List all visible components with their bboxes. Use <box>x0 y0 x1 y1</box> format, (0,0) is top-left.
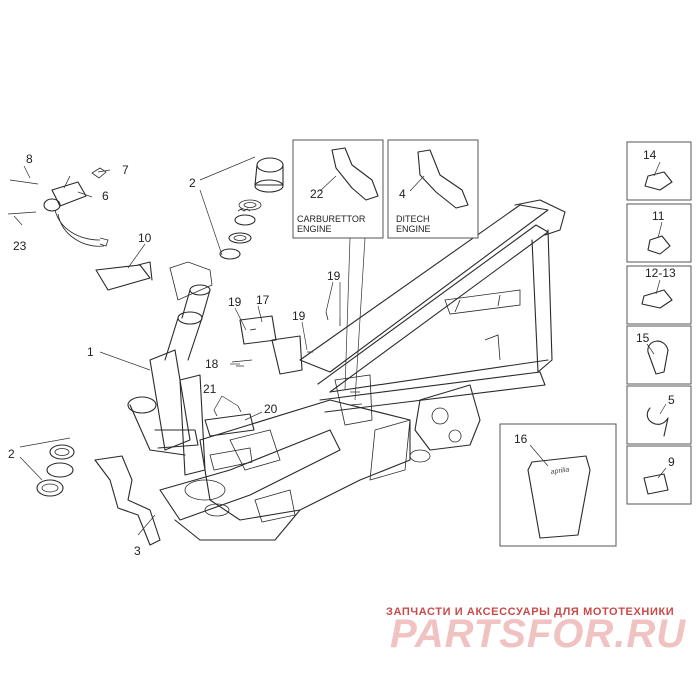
pouch-brand: aprilia <box>550 466 570 476</box>
steering-bearings-upper <box>219 157 284 260</box>
callout-17: 17 <box>256 293 270 307</box>
watermark-tagline: ЗАПЧАСТИ И АКСЕССУАРЫ ДЛЯ МОТОТЕХНИКИ <box>386 606 675 618</box>
variant-captions: CARBURETTOR ENGINE DITECH ENGINE <box>297 214 431 234</box>
callout-15: 15 <box>636 331 650 345</box>
callout-20: 20 <box>264 402 278 416</box>
callout-12-13: 12-13 <box>645 266 676 280</box>
callout-11: 11 <box>652 209 665 223</box>
carburettor-label-line2: ENGINE <box>297 224 332 234</box>
callout-22: 22 <box>310 187 324 201</box>
callout-9: 9 <box>668 455 675 469</box>
main-frame <box>127 199 566 541</box>
callout-21: 21 <box>203 382 217 396</box>
callout-8: 8 <box>26 152 33 166</box>
variant-insets <box>292 139 479 401</box>
steering-bearings-lower <box>36 444 75 497</box>
callout-23: 23 <box>13 239 27 253</box>
callout-3: 3 <box>134 544 141 558</box>
carburettor-variant-box <box>292 139 384 239</box>
callout-4: 4 <box>399 187 406 201</box>
callout-14: 14 <box>643 148 657 162</box>
callout-5: 5 <box>668 393 675 407</box>
callout-6: 6 <box>102 189 109 203</box>
small-parts-column <box>626 141 692 505</box>
callout-16: 16 <box>514 432 528 446</box>
ignition-assembly <box>7 167 109 247</box>
callout-1: 1 <box>87 345 94 359</box>
callout-19-right: 19 <box>327 269 341 283</box>
callout-2-upper: 2 <box>189 176 196 190</box>
callout-10: 10 <box>138 231 152 245</box>
callout-7: 7 <box>122 163 129 177</box>
callout-2-lower: 2 <box>8 447 15 461</box>
ditech-label-line1: DITECH <box>396 214 430 224</box>
watermark-logo: PARTSFOR.RU <box>390 612 687 656</box>
leader-lines <box>13 156 667 536</box>
callout-numbers: 1 2 2 3 4 5 6 7 8 9 10 11 12-13 14 15 16… <box>8 148 676 558</box>
ditech-label-line2: ENGINE <box>396 224 431 234</box>
callout-18: 18 <box>205 357 219 371</box>
callout-19-left: 19 <box>228 295 242 309</box>
carburettor-label-line1: CARBURETTOR <box>297 214 366 224</box>
document-pouch <box>499 423 617 547</box>
brackets-middle <box>204 311 341 437</box>
bracket-3 <box>94 455 161 546</box>
bracket-10 <box>95 261 153 291</box>
callout-19-middle: 19 <box>292 309 306 323</box>
